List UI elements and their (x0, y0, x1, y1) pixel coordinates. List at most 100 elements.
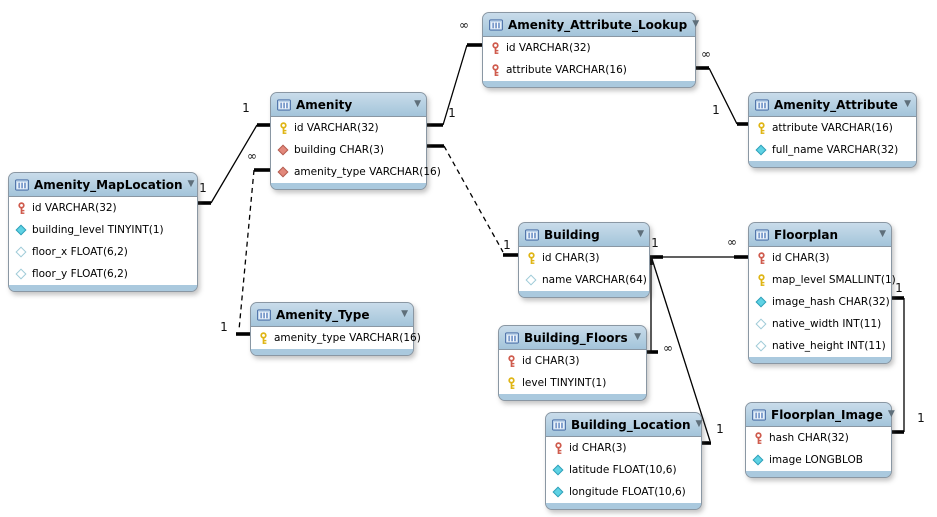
collapse-triangle-icon[interactable]: ▼ (887, 409, 895, 419)
column-label: native_height INT(11) (772, 340, 886, 352)
key-red-icon (504, 354, 518, 368)
column-row: native_width INT(11) (749, 313, 891, 335)
table-header[interactable]: Building ▼ (519, 223, 649, 247)
column-label: latitude FLOAT(10,6) (569, 464, 677, 476)
table-icon (277, 98, 291, 111)
table-header[interactable]: Floorplan▼ (749, 223, 891, 247)
table-node-amenity_attribute_lookup[interactable]: Amenity_Attribute_Lookup▼id VARCHAR(32)a… (482, 12, 699, 88)
column-label: building CHAR(3) (294, 144, 384, 156)
table-title: Amenity_MapLocation (34, 177, 183, 192)
collapse-triangle-icon[interactable]: ▼ (904, 99, 911, 109)
table-header[interactable]: Amenity_Attribute_Lookup▼ (483, 13, 699, 37)
column-row: id CHAR(3) (749, 247, 891, 269)
diamond-red-icon (276, 144, 290, 156)
column-label: amenity_type VARCHAR(16) (274, 332, 421, 344)
cardinality-label: ∞ (459, 18, 469, 32)
collapse-triangle-icon[interactable]: ▼ (637, 229, 644, 239)
table-footer (749, 161, 916, 167)
table-columns: amenity_type VARCHAR(16) (251, 327, 421, 349)
diamond-cyan-icon (551, 486, 565, 498)
table-icon (752, 408, 766, 421)
relationship-building-building_floors[interactable]: ∞ (645, 257, 673, 355)
column-label: native_width INT(11) (772, 318, 882, 330)
relationship-amenity_maplocation-amenity[interactable]: 11 (196, 101, 270, 205)
relationship-floorplan-floorplan_image[interactable]: 11 (890, 281, 925, 434)
cardinality-label: 1 (651, 236, 659, 250)
table-columns: id VARCHAR(32)building CHAR(3)amenity_ty… (271, 117, 441, 183)
table-columns: id CHAR(3)latitude FLOAT(10,6)longitude … (546, 437, 701, 503)
column-label: image_hash CHAR(32) (772, 296, 890, 308)
relationship-amenity-building[interactable]: ∞1 (416, 130, 518, 257)
column-label: full_name VARCHAR(32) (772, 144, 899, 156)
table-header[interactable]: Floorplan_Image▼ (746, 403, 895, 427)
table-header[interactable]: Amenity_Attribute ▼ (749, 93, 916, 117)
column-label: level TINYINT(1) (522, 377, 607, 389)
table-header[interactable]: Building_Floors▼ (499, 326, 646, 350)
column-label: building_level TINYINT(1) (32, 224, 164, 236)
relationship-amenity_type-amenity[interactable]: ∞1 (220, 149, 270, 336)
cardinality-label: ∞ (701, 47, 711, 61)
table-node-amenity_maplocation[interactable]: Amenity_MapLocation ▼ id VARCHAR(32) buildi… (8, 172, 198, 292)
diamond-open-icon (14, 246, 28, 258)
table-node-amenity_attribute[interactable]: Amenity_Attribute ▼ attribute VARCHAR(16) f… (748, 92, 917, 168)
relationship-building-floorplan[interactable]: 1∞ (648, 235, 748, 259)
relationship-amenity-amenity_attribute_lookup[interactable]: 1∞ (425, 18, 482, 127)
cardinality-label: 1 (895, 281, 903, 295)
collapse-triangle-icon[interactable]: ▼ (187, 179, 195, 189)
column-row: attribute VARCHAR(16) (749, 117, 916, 139)
column-label: id VARCHAR(32) (32, 202, 117, 214)
key-yellow-icon (754, 121, 768, 135)
diamond-open-icon (754, 340, 768, 352)
table-icon (505, 331, 519, 344)
relationship-line (708, 67, 738, 125)
column-row: level TINYINT(1) (499, 372, 646, 394)
table-title: Building (544, 227, 600, 242)
cardinality-label: 1 (220, 320, 228, 334)
table-footer (483, 81, 695, 87)
collapse-triangle-icon[interactable]: ▼ (634, 332, 641, 342)
table-icon (755, 98, 769, 111)
table-icon (552, 418, 566, 431)
column-row: hash CHAR(32) (746, 427, 891, 449)
column-label: name VARCHAR(64) (542, 274, 647, 286)
cardinality-label: 1 (242, 101, 250, 115)
table-node-floorplan[interactable]: Floorplan▼id CHAR(3) map_level SMALLINT(1… (748, 222, 896, 364)
cardinality-label: ∞ (727, 235, 737, 249)
relationship-amenity_attribute_lookup-amenity_attribute[interactable]: ∞1 (694, 47, 748, 126)
table-title: Amenity_Type (276, 307, 370, 322)
key-red-icon (14, 201, 28, 215)
column-label: id VARCHAR(32) (506, 42, 591, 54)
table-header[interactable]: Amenity_Type ▼ (251, 303, 413, 327)
column-row: id VARCHAR(32) (9, 197, 197, 219)
column-row: native_height INT(11) (749, 335, 891, 357)
collapse-triangle-icon[interactable]: ▼ (414, 99, 421, 109)
cardinality-label: 1 (712, 103, 720, 117)
collapse-triangle-icon[interactable]: ▼ (695, 419, 703, 429)
table-node-building[interactable]: Building▼id CHAR(3)name VARCHAR(64) (518, 222, 650, 298)
collapse-triangle-icon[interactable]: ▼ (401, 309, 408, 319)
table-header[interactable]: Building_Location ▼ (546, 413, 703, 437)
column-row: id CHAR(3) (546, 437, 701, 459)
table-node-building_location[interactable]: Building_Location ▼ id CHAR(3) latitude FLO… (545, 412, 702, 510)
table-node-amenity[interactable]: Amenity▼id VARCHAR(32)building CHAR(3)am… (270, 92, 441, 190)
column-row: floor_y FLOAT(6,2) (9, 263, 197, 285)
table-footer (749, 357, 891, 363)
collapse-triangle-icon[interactable]: ▼ (879, 229, 886, 239)
collapse-triangle-icon[interactable]: ▼ (692, 19, 700, 29)
column-label: map_level SMALLINT(1) (772, 274, 896, 286)
table-header[interactable]: Amenity_MapLocation ▼ (9, 173, 197, 197)
table-columns: id CHAR(3)level TINYINT(1) (499, 350, 646, 394)
table-title: Amenity_Attribute (774, 97, 898, 112)
table-icon (489, 18, 503, 31)
table-node-floorplan_image[interactable]: Floorplan_Image▼hash CHAR(32)image LONGB… (745, 402, 895, 478)
table-node-amenity_type[interactable]: Amenity_Type ▼ amenity_type VARCHAR(16) (250, 302, 421, 356)
key-red-icon (751, 431, 765, 445)
table-title: Building_Location (571, 417, 691, 432)
key-red-icon (488, 63, 502, 77)
table-node-building_floors[interactable]: Building_Floors▼id CHAR(3)level TINYINT(… (498, 325, 647, 401)
key-yellow-icon (276, 121, 290, 135)
key-red-icon (488, 41, 502, 55)
table-header[interactable]: Amenity▼ (271, 93, 426, 117)
diamond-cyan-icon (14, 224, 28, 236)
